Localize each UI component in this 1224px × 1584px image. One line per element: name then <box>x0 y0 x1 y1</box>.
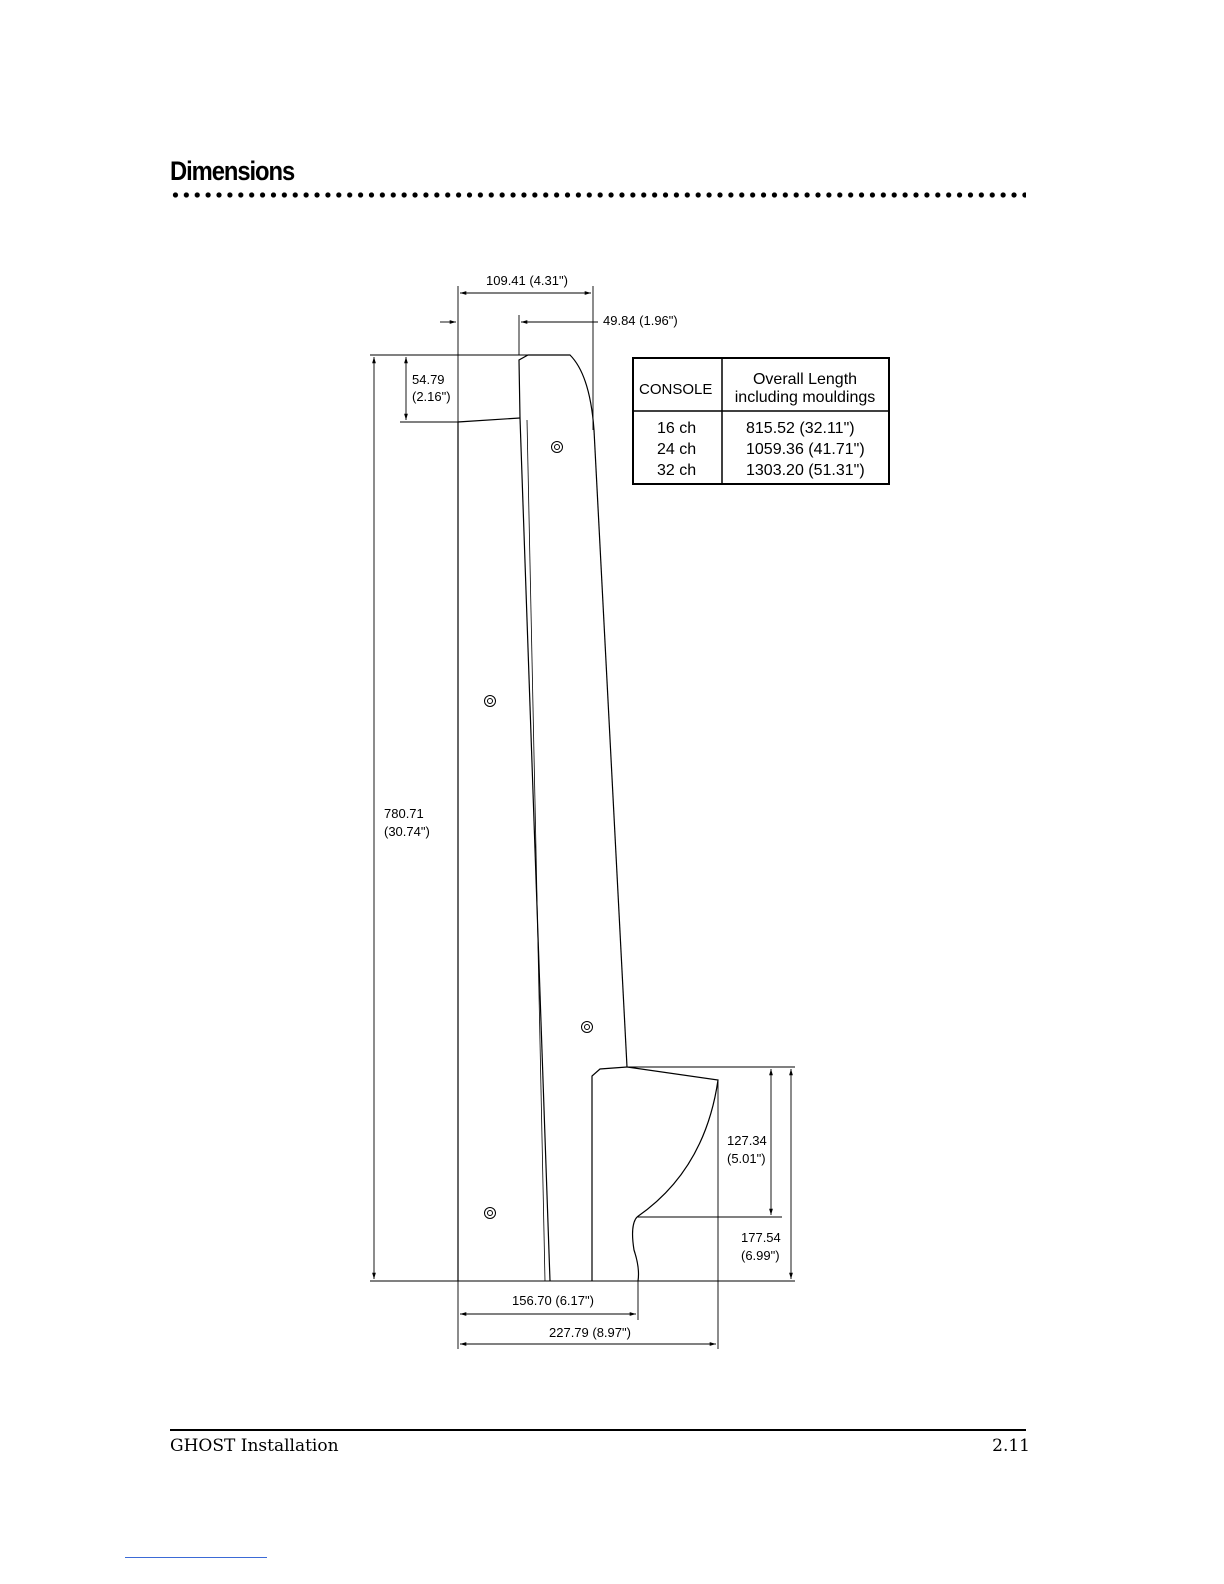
table-cell-console: 24 ch <box>657 441 696 458</box>
table-cell-console: 16 ch <box>657 420 696 437</box>
dim-top-lip: 49.84 (1.96") <box>603 313 678 328</box>
table-header-length-line1: Overall Length <box>753 371 857 388</box>
dim-leg-height-mm: 177.54 <box>741 1230 781 1245</box>
dim-top-width: 109.41 (4.31") <box>486 273 568 288</box>
table-header-console: CONSOLE <box>639 381 712 398</box>
dim-base-outer: 227.79 (8.97") <box>549 1325 631 1340</box>
table-cell-length: 815.52 (32.11") <box>746 420 855 437</box>
length-table: CONSOLE Overall Length including mouldin… <box>633 358 889 484</box>
footer-document-title: GHOST Installation <box>170 1436 339 1456</box>
footer-page-number: 2.11 <box>992 1436 1030 1456</box>
footer-rule <box>170 1429 1026 1431</box>
dim-overall-height-in: (30.74") <box>384 824 430 839</box>
dim-overall-height-mm: 780.71 <box>384 806 424 821</box>
dimension-lines <box>370 286 795 1349</box>
dim-base-inner: 156.70 (6.17") <box>512 1293 594 1308</box>
link-underline <box>125 1557 267 1558</box>
dim-foot-height-mm: 127.34 <box>727 1133 767 1148</box>
dim-leg-height-in: (6.99") <box>741 1248 780 1263</box>
table-header-length-line2: including mouldings <box>735 389 876 406</box>
table-cell-length: 1303.20 (51.31") <box>746 462 865 479</box>
dim-top-height-in: (2.16") <box>412 389 451 404</box>
console-side-outline <box>458 355 718 1281</box>
dim-foot-height-in: (5.01") <box>727 1151 766 1166</box>
table-cell-console: 32 ch <box>657 462 696 479</box>
dim-top-height-mm: 54.79 <box>412 372 445 387</box>
table-cell-length: 1059.36 (41.71") <box>746 441 865 458</box>
screw-icon <box>485 442 593 1219</box>
